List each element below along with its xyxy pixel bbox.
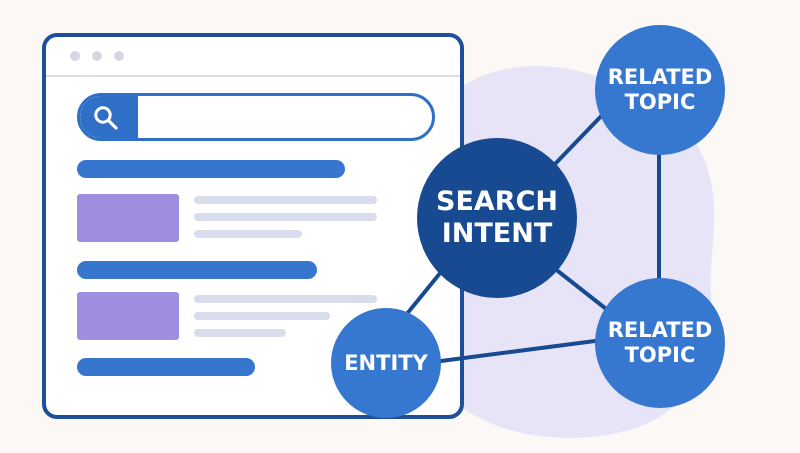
result-text-line — [194, 196, 377, 204]
search-icon-button[interactable] — [80, 96, 138, 138]
search-bar[interactable] — [77, 93, 435, 141]
window-dot-icon — [92, 51, 102, 61]
window-dot-icon — [70, 51, 80, 61]
result-title-bar — [77, 261, 317, 279]
search-input[interactable] — [138, 96, 432, 138]
result-text-line — [194, 295, 377, 303]
entity-label: ENTITY — [344, 350, 428, 375]
result-title-bar — [77, 358, 255, 376]
result-thumbnail — [77, 194, 179, 242]
result-text-line — [194, 230, 302, 238]
window-dot-icon — [114, 51, 124, 61]
result-title-bar — [77, 160, 345, 178]
search-icon — [94, 106, 118, 130]
result-text-line — [194, 329, 286, 337]
browser-divider — [46, 75, 460, 77]
window-controls — [70, 51, 124, 61]
result-text-line — [194, 213, 377, 221]
result-text-line — [194, 312, 330, 320]
result-thumbnail — [77, 292, 179, 340]
entity-node: ENTITY — [331, 308, 441, 418]
